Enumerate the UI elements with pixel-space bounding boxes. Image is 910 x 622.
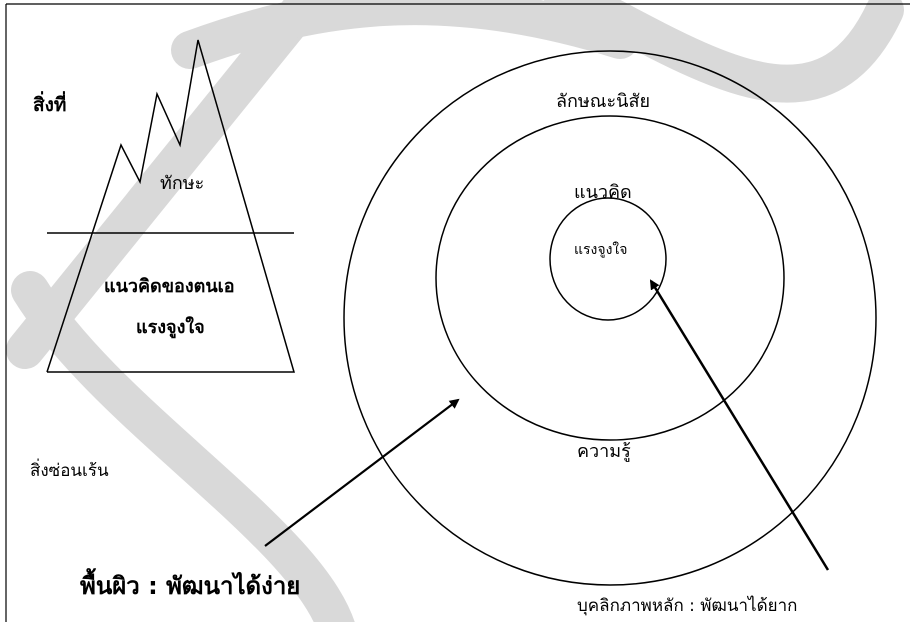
inner-circle-label: แรงจูงใจ (574, 239, 627, 261)
watermark-r (25, 0, 885, 622)
skill-label: ทักษะ (160, 168, 204, 197)
outer-circle-label: ลักษณะนิสัย (556, 86, 650, 115)
surface-caption: พื้นผิว : พัฒนาได้ง่าย (80, 566, 300, 605)
core-arrow (651, 281, 828, 570)
middle-circle (436, 116, 784, 440)
outer-circle (344, 51, 876, 585)
self-concept-label: แนวคิดของตนเอ (104, 271, 256, 300)
watermark-top-bar (190, 6, 620, 50)
motive-label-iceberg: แรงจูงใจ (136, 312, 205, 341)
middle-circle-label: แนวคิด (574, 177, 632, 206)
knowledge-label: ความรู้ (577, 436, 631, 465)
core-caption: บุคลิกภาพหลัก : พัฒนาได้ยาก (577, 592, 797, 619)
hidden-label: สิ่งซ่อนเร้น (30, 457, 109, 484)
iceberg-top-label: สิ่งที่ (33, 90, 66, 120)
surface-arrow (265, 400, 458, 546)
